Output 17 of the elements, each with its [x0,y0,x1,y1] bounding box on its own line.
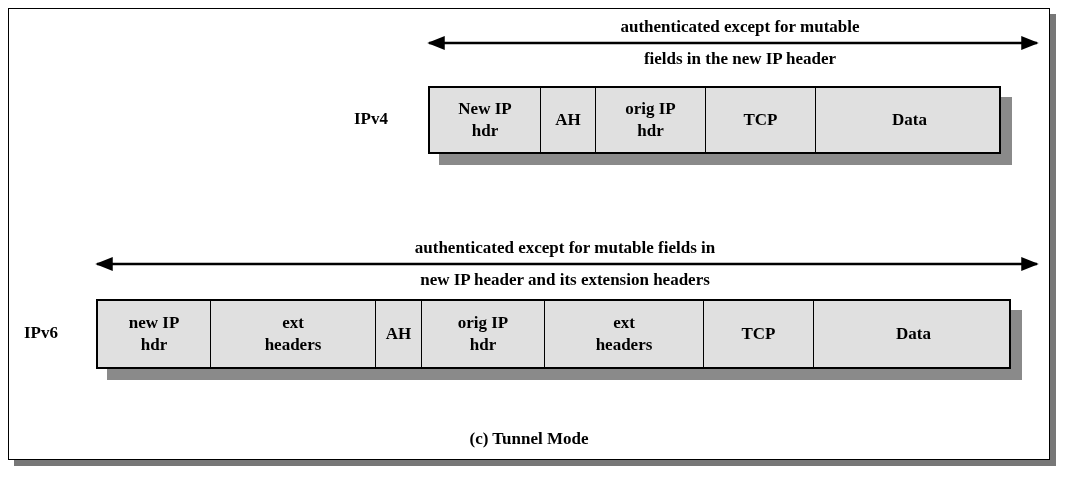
field-label: New IP hdr [457,98,513,142]
field-label: new IP hdr [127,312,181,356]
field-label: orig IP hdr [624,98,677,142]
field-label: TCP [740,323,777,345]
field-label: AH [554,109,582,131]
field-label: Data [891,109,928,131]
figure-caption: (c) Tunnel Mode [468,429,590,449]
field-label: TCP [742,109,779,131]
field-label: ext headers [594,312,654,356]
field-label: Data [895,323,932,345]
dimension-label: authenticated except for mutable fields in the new IP header [619,16,861,70]
protocol-label: IPv6 [23,323,59,343]
dimension-label: authenticated except for mutable fields in new IP header and its extension headers [413,237,717,291]
field-label: ext headers [263,312,323,356]
protocol-label: IPv4 [353,109,389,129]
field-label: AH [384,323,413,345]
field-label: orig IP hdr [456,312,510,356]
